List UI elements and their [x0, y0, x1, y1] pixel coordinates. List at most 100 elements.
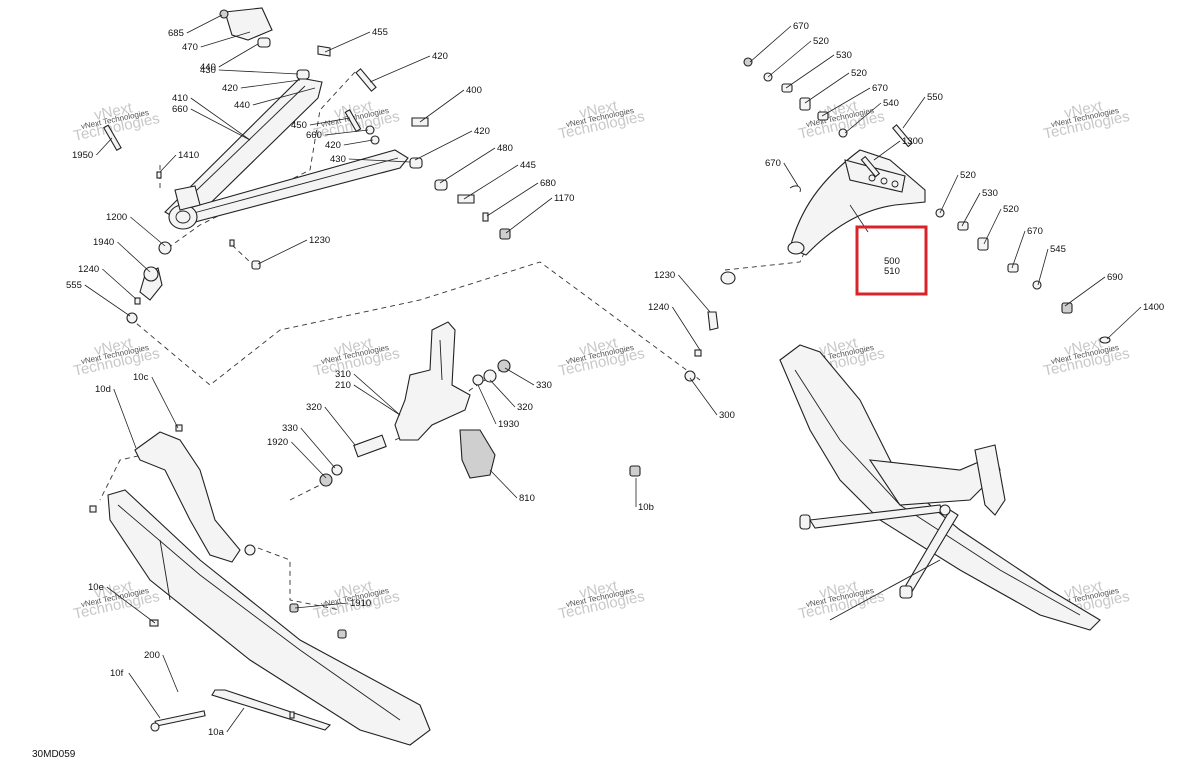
leader-line-10e — [106, 586, 156, 624]
callout-label-530[interactable]: 530 — [836, 50, 852, 61]
leader-line-470 — [200, 31, 251, 48]
callout-label-430[interactable]: 430 — [330, 154, 346, 165]
callout-label-1170[interactable]: 1170 — [554, 193, 574, 204]
callout-label-210[interactable]: 210 — [335, 380, 351, 391]
callout-label-470[interactable]: 470 — [182, 42, 198, 53]
callout-label-420[interactable]: 420 — [325, 140, 341, 151]
callout-label-10b[interactable]: 10b — [638, 502, 654, 513]
callout-label-1400[interactable]: 1400 — [1143, 302, 1164, 313]
callout-label-310[interactable]: 310 — [335, 369, 351, 380]
callout-label-300[interactable]: 300 — [719, 410, 735, 421]
leader-line-680 — [486, 182, 539, 217]
callout-label-330[interactable]: 330 — [282, 423, 298, 434]
leader-line-1910 — [294, 602, 349, 609]
leader-line-670 — [783, 162, 799, 187]
callout-label-690[interactable]: 690 — [1107, 272, 1123, 283]
leader-line-210 — [353, 384, 401, 416]
leader-line-520 — [983, 208, 1002, 245]
callout-label-10e[interactable]: 10e — [88, 582, 104, 593]
callout-label-450[interactable]: 450 — [291, 120, 307, 131]
callout-label-455[interactable]: 455 — [372, 27, 388, 38]
callout-label-540[interactable]: 540 — [883, 98, 899, 109]
callout-label-1950[interactable]: 1950 — [72, 150, 93, 161]
callout-label-520[interactable]: 520 — [851, 68, 867, 79]
callout-label-200[interactable]: 200 — [144, 650, 160, 661]
callout-label-660[interactable]: 660 — [306, 130, 322, 141]
callout-label-670[interactable]: 670 — [1027, 226, 1043, 237]
leader-line-430 — [348, 158, 411, 163]
callout-label-685[interactable]: 685 — [168, 28, 184, 39]
callout-label-445[interactable]: 445 — [520, 160, 536, 171]
leader-line-1930 — [477, 384, 497, 425]
callout-label-1910[interactable]: 1910 — [350, 598, 371, 609]
callout-label-1240[interactable]: 1240 — [648, 302, 669, 313]
callout-label-330[interactable]: 330 — [536, 380, 552, 391]
callout-label-550[interactable]: 550 — [927, 92, 943, 103]
callout-label-320[interactable]: 320 — [306, 402, 322, 413]
leader-line-300 — [689, 377, 718, 416]
highlight-label-500[interactable]: 500 — [884, 256, 900, 267]
callout-label-410[interactable]: 410 — [172, 93, 188, 104]
callout-label-520[interactable]: 520 — [1003, 204, 1019, 215]
callout-label-10f[interactable]: 10f — [110, 668, 124, 679]
callout-label-1230[interactable]: 1230 — [654, 270, 675, 281]
leader-line-660 — [324, 129, 369, 136]
leader-line-520 — [804, 72, 850, 104]
callout-label-1920[interactable]: 1920 — [267, 437, 288, 448]
callout-label-555[interactable]: 555 — [66, 280, 82, 291]
leader-line-530 — [961, 192, 981, 227]
callout-label-545[interactable]: 545 — [1050, 244, 1066, 255]
callout-label-440[interactable]: 440 — [234, 100, 250, 111]
leader-line-1940 — [117, 241, 151, 273]
spindle-assembly — [319, 321, 641, 487]
callout-label-520[interactable]: 520 — [813, 36, 829, 47]
leader-line-320 — [489, 379, 516, 408]
leader-line-1170 — [505, 197, 553, 234]
callout-label-1410[interactable]: 1410 — [178, 150, 199, 161]
highlight-label-510[interactable]: 510 — [884, 266, 900, 277]
callout-label-320[interactable]: 320 — [517, 402, 533, 413]
leader-line-690 — [1064, 276, 1106, 307]
callout-label-530[interactable]: 530 — [982, 188, 998, 199]
callout-label-670[interactable]: 670 — [765, 158, 781, 169]
callout-label-670[interactable]: 670 — [872, 83, 888, 94]
callout-label-400[interactable]: 400 — [466, 85, 482, 96]
leader-line-1920 — [291, 441, 327, 479]
leader-line-10f — [128, 672, 161, 719]
callout-label-10c[interactable]: 10c — [133, 372, 149, 383]
callout-label-480[interactable]: 480 — [497, 143, 513, 154]
callout-label-1240[interactable]: 1240 — [78, 264, 99, 275]
callout-label-10d[interactable]: 10d — [95, 384, 111, 395]
callout-label-670[interactable]: 670 — [793, 21, 809, 32]
leader-line-670 — [749, 25, 792, 63]
callout-label-1230[interactable]: 1230 — [309, 235, 330, 246]
callout-label-1200[interactable]: 1200 — [106, 212, 127, 223]
callout-label-1930[interactable]: 1930 — [498, 419, 519, 430]
callout-label-1940[interactable]: 1940 — [93, 237, 114, 248]
callout-label-10a[interactable]: 10a — [208, 727, 225, 738]
leader-line-450 — [309, 117, 351, 126]
callout-label-810[interactable]: 810 — [519, 493, 535, 504]
highlight-box — [855, 225, 928, 296]
callout-label-420[interactable]: 420 — [474, 126, 490, 137]
callout-label-420[interactable]: 420 — [222, 83, 238, 94]
leader-line-1400 — [1106, 306, 1142, 340]
callout-label-1300[interactable]: 1300 — [902, 136, 923, 147]
callout-label-440[interactable]: 440 — [200, 62, 216, 73]
leader-line-520 — [939, 174, 959, 214]
callout-label-420[interactable]: 420 — [432, 51, 448, 62]
leader-line-810 — [489, 469, 518, 499]
callout-label-680[interactable]: 680 — [540, 178, 556, 189]
leader-line-1230 — [678, 274, 711, 313]
leader-line-200 — [162, 654, 179, 693]
callout-label-430[interactable]: 430 — [200, 65, 216, 76]
leader-line-440 — [218, 43, 259, 68]
leader-line-455 — [324, 31, 371, 53]
callout-label-660[interactable]: 660 — [172, 104, 188, 115]
callout-label-520[interactable]: 520 — [960, 170, 976, 181]
